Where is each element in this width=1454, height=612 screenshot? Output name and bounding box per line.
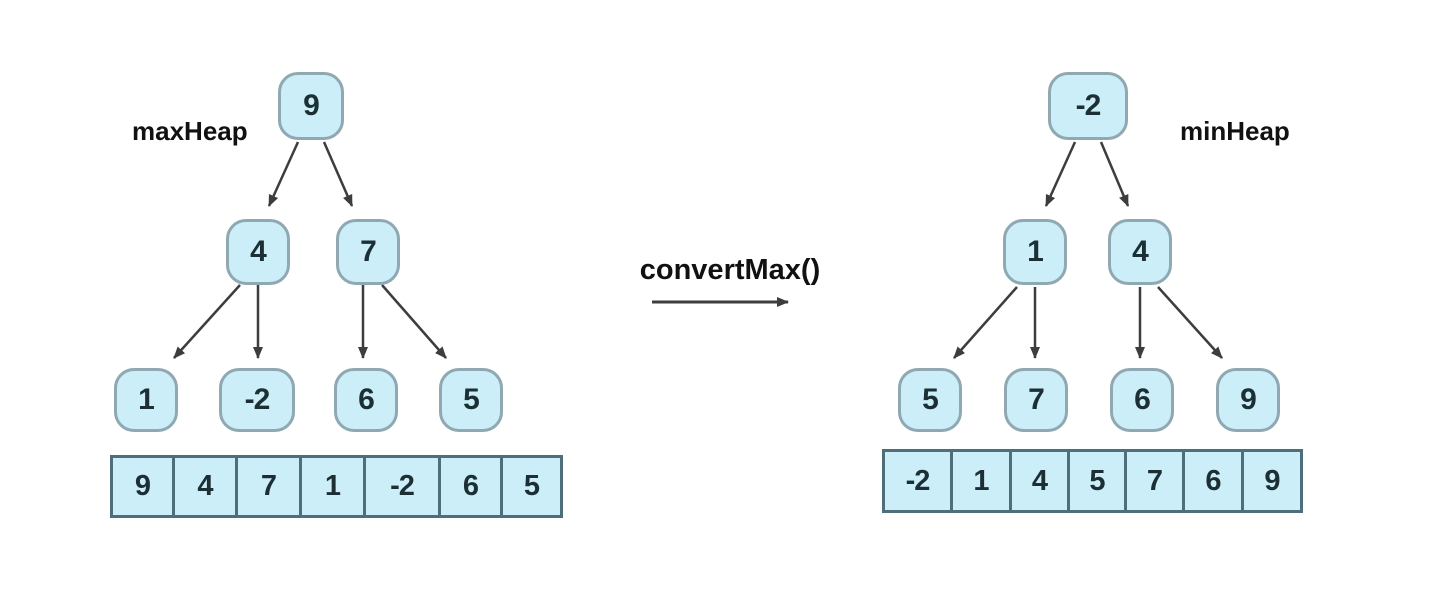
- minheap-array-cell: 7: [1127, 452, 1185, 510]
- minheap-node-right: 4: [1108, 219, 1172, 285]
- convert-function-label: convertMax(): [639, 254, 821, 286]
- maxheap-array: 9 4 7 1 -2 6 5: [110, 455, 563, 518]
- edge-minheap--2-4: [1099, 141, 1130, 207]
- minheap-node-left-right: 7: [1004, 368, 1068, 432]
- maxheap-node-root: 9: [278, 72, 344, 140]
- minheap-array-cell: 6: [1185, 452, 1244, 510]
- minheap-array-cell: 4: [1012, 452, 1070, 510]
- maxheap-node-left: 4: [226, 219, 290, 285]
- minheap-array-cell: 1: [953, 452, 1012, 510]
- maxheap-array-cell: 4: [175, 458, 238, 515]
- maxheap-node-right-right: 5: [439, 368, 503, 432]
- minheap-node-right-right: 9: [1216, 368, 1280, 432]
- maxheap-node-right-left: 6: [334, 368, 398, 432]
- maxheap-array-cell: -2: [366, 458, 441, 515]
- maxheap-node-right: 7: [336, 219, 400, 285]
- minheap-array-cell: 9: [1244, 452, 1300, 510]
- edge-maxheap-9-4: [267, 141, 300, 207]
- edge-maxheap-7-5: [381, 284, 447, 359]
- minheap-node-right-left: 6: [1110, 368, 1174, 432]
- edge-minheap-4-9: [1157, 286, 1223, 359]
- minheap-node-left: 1: [1003, 219, 1067, 285]
- maxheap-array-cell: 7: [238, 458, 302, 515]
- maxheap-array-cell: 5: [503, 458, 560, 515]
- minheap-array-cell: -2: [885, 452, 953, 510]
- minheap-array-cell: 5: [1070, 452, 1127, 510]
- maxheap-label: maxHeap: [132, 116, 248, 146]
- edge-minheap--2-1: [1044, 141, 1077, 207]
- minheap-node-root: -2: [1048, 72, 1128, 140]
- maxheap-node-left-left: 1: [114, 368, 178, 432]
- maxheap-array-cell: 1: [302, 458, 366, 515]
- minheap-array: -2 1 4 5 7 6 9: [882, 449, 1303, 513]
- edge-maxheap-4-1: [173, 284, 241, 359]
- maxheap-array-cell: 9: [113, 458, 175, 515]
- minheap-label: minHeap: [1180, 116, 1290, 146]
- maxheap-node-left-right: -2: [219, 368, 295, 432]
- minheap-node-left-left: 5: [898, 368, 962, 432]
- edge-maxheap-9-7: [322, 141, 354, 207]
- maxheap-array-cell: 6: [441, 458, 503, 515]
- edge-minheap-1-5: [953, 286, 1018, 359]
